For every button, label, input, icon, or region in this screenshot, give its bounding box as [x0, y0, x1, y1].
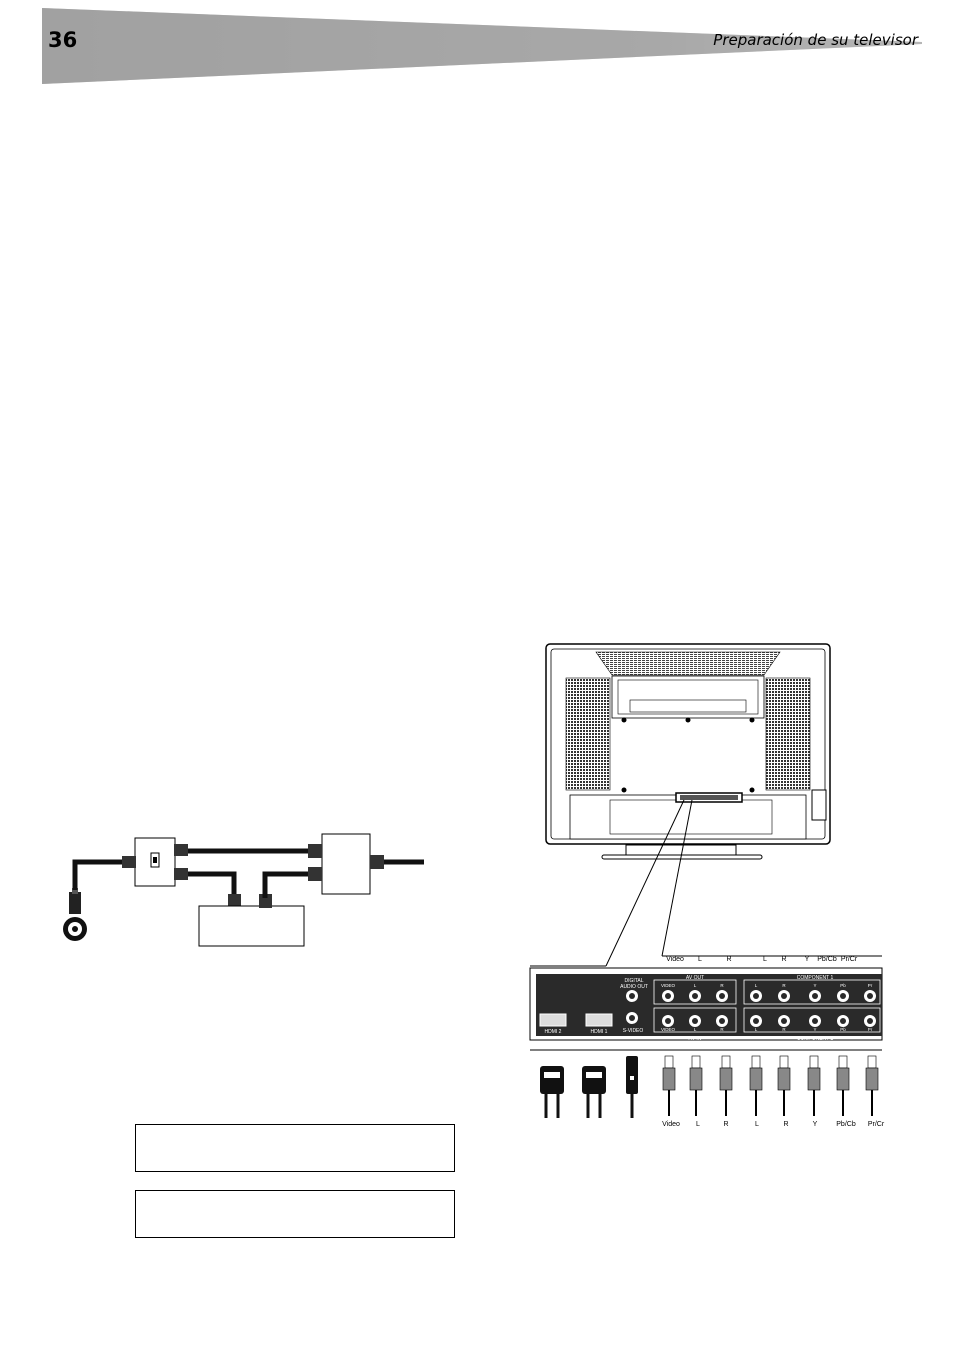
av-out-video: VIDEO: [661, 983, 676, 988]
component-1-label: COMPONENT 1: [797, 975, 834, 981]
av-in-video: VIDEO: [661, 1027, 676, 1032]
comp2-y: Y: [813, 1027, 816, 1032]
bottom-label-r: R: [723, 1121, 728, 1128]
bottom-label-pr: Pr/Cr: [868, 1121, 885, 1128]
top-label-video: Video: [666, 956, 684, 963]
av-out-label: AV OUT: [686, 975, 704, 981]
hdmi-2-label: HDMI 2: [545, 1029, 562, 1035]
comp2-r: R: [782, 1027, 786, 1032]
bottom-label-l2: L: [755, 1121, 759, 1128]
comp1-r: R: [782, 983, 786, 988]
ab-switch-box-icon: [122, 837, 188, 887]
header-band: [42, 8, 922, 84]
top-label-y: Y: [805, 956, 810, 963]
s-video-cable-icon: [626, 1056, 638, 1118]
top-label-l2: L: [763, 956, 767, 963]
top-label-r: R: [726, 956, 731, 963]
audio-out-label: AUDIO OUT: [620, 984, 648, 990]
comp1-l: L: [755, 983, 758, 988]
hdmi-1-label: HDMI 1: [591, 1029, 608, 1035]
digital-label: DIGITAL: [624, 978, 643, 984]
comp1-pb: Pb: [840, 983, 846, 988]
bottom-label-r2: R: [783, 1121, 788, 1128]
section-title: Preparación de su televisor: [713, 31, 918, 49]
av-in-label: AV IN: [689, 1036, 702, 1042]
top-label-pb: Pb/Cb: [817, 956, 837, 963]
comp2-l: L: [755, 1027, 758, 1032]
comp1-pr: Pr: [868, 983, 873, 988]
comp2-pr: Pr: [868, 1027, 873, 1032]
av-out-l: L: [694, 983, 697, 988]
connector-panel: HDMI 2 HDMI 1 DIGITAL AUDIO OUT S-VIDEO …: [529, 967, 883, 1042]
comp1-y: Y: [813, 983, 816, 988]
note-box: [135, 1190, 455, 1238]
page-number: 36: [48, 28, 78, 52]
tv-back-icon: [545, 643, 831, 860]
av-in-r: R: [720, 1027, 724, 1032]
av-out-r: R: [720, 983, 724, 988]
bottom-label-video: Video: [662, 1121, 680, 1128]
tv-input-box-icon: [308, 833, 384, 895]
tv-rear-panel-diagram: Video L R L R Y Pb/Cb Pr/Cr HDMI 2 HDMI …: [529, 643, 885, 1128]
s-video-label: S-VIDEO: [623, 1028, 644, 1034]
bottom-label-y: Y: [813, 1121, 818, 1128]
comp2-pb: Pb: [840, 1027, 846, 1032]
bottom-label-pb: Pb/Cb: [836, 1121, 856, 1128]
top-label-r2: R: [781, 956, 786, 963]
rca-cable-icons: [662, 1055, 879, 1116]
note-box: [135, 1124, 455, 1172]
bottom-label-l: L: [696, 1121, 700, 1128]
top-label-l: L: [698, 956, 702, 963]
hdmi-cable-icon: [540, 1066, 564, 1118]
av-in-l: L: [694, 1027, 697, 1032]
hdmi-cable-icon-2: [582, 1066, 606, 1118]
wall-jack-icon: [63, 888, 87, 941]
cable-box-icon: [198, 905, 305, 947]
component-2-label: COMPONENT 2: [797, 1036, 834, 1042]
splitter-connection-diagram: [63, 833, 424, 947]
top-label-pr: Pr/Cr: [841, 956, 858, 963]
